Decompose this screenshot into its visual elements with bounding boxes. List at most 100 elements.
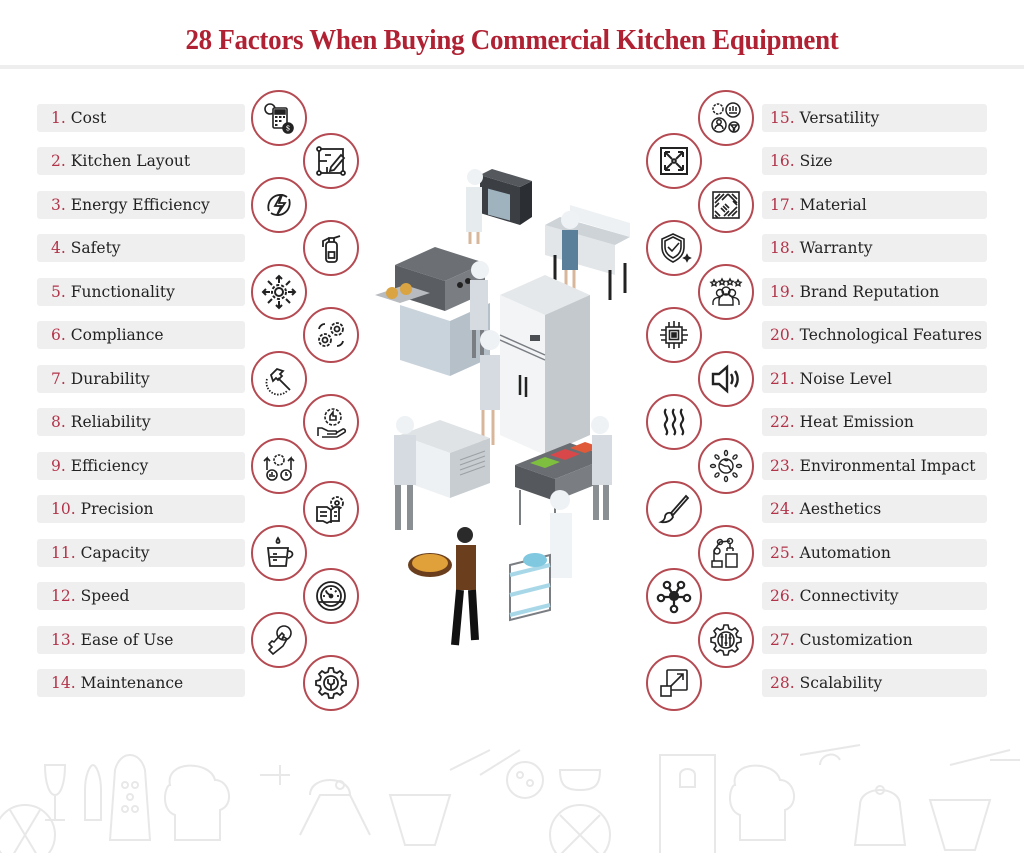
paintbrush-icon bbox=[646, 481, 702, 537]
factor-number: 8. bbox=[51, 413, 66, 431]
factor-label: Compliance bbox=[70, 326, 164, 344]
refrigerator bbox=[499, 275, 590, 455]
robot-arm-icon bbox=[698, 525, 754, 581]
factor-number: 5. bbox=[51, 283, 66, 301]
factor-number: 27. bbox=[770, 631, 795, 649]
factor-item-16: 16.Size bbox=[762, 147, 987, 175]
stars-group-icon bbox=[698, 264, 754, 320]
shield-check-icon bbox=[646, 220, 702, 276]
hammer-icon bbox=[251, 351, 307, 407]
scale-squares-icon bbox=[646, 655, 702, 711]
factor-label: Environmental Impact bbox=[799, 457, 976, 475]
factor-item-22: 22.Heat Emission bbox=[762, 408, 987, 436]
factor-label: Customization bbox=[799, 631, 913, 649]
factor-number: 11. bbox=[51, 544, 76, 562]
factor-label: Versatility bbox=[799, 109, 880, 127]
factor-label: Material bbox=[799, 196, 867, 214]
factor-label: Aesthetics bbox=[799, 500, 882, 518]
factor-item-23: 23.Environmental Impact bbox=[762, 452, 987, 480]
factor-item-20: 20.Technological Features bbox=[762, 321, 987, 349]
title-divider bbox=[0, 65, 1024, 69]
factor-label: Connectivity bbox=[799, 587, 899, 605]
factor-number: 9. bbox=[51, 457, 66, 475]
factor-number: 24. bbox=[770, 500, 795, 518]
gear-wrench-icon bbox=[303, 655, 359, 711]
factor-label: Efficiency bbox=[70, 457, 149, 475]
factor-number: 23. bbox=[770, 457, 795, 475]
chip-icon bbox=[646, 307, 702, 363]
factor-item-28: 28.Scalability bbox=[762, 669, 987, 697]
factor-label: Reliability bbox=[70, 413, 151, 431]
network-nodes-icon bbox=[646, 568, 702, 624]
factor-item-14: 14.Maintenance bbox=[37, 669, 245, 697]
calculator-gear-dollar-icon: $ bbox=[251, 90, 307, 146]
factor-label: Automation bbox=[799, 544, 891, 562]
grill-station-chef bbox=[515, 416, 612, 538]
factor-number: 18. bbox=[770, 239, 795, 257]
fire-extinguisher-icon bbox=[303, 220, 359, 276]
factor-number: 26. bbox=[770, 587, 795, 605]
factor-label: Technological Features bbox=[799, 326, 982, 344]
factor-item-15: 15.Versatility bbox=[762, 104, 987, 132]
factor-number: 10. bbox=[51, 500, 76, 518]
gear-chart-clock-icon bbox=[251, 438, 307, 494]
factor-number: 20. bbox=[770, 326, 795, 344]
factor-label: Kitchen Layout bbox=[70, 152, 191, 170]
factor-item-8: 8.Reliability bbox=[37, 408, 245, 436]
speaker-icon bbox=[698, 351, 754, 407]
undercounter-fridge-chef bbox=[394, 416, 490, 530]
factor-number: 16. bbox=[770, 152, 795, 170]
factor-number: 6. bbox=[51, 326, 66, 344]
kitchenware-pattern bbox=[0, 744, 1020, 853]
waiter-with-pizza bbox=[408, 527, 479, 646]
factor-item-24: 24.Aesthetics bbox=[762, 495, 987, 523]
factor-item-6: 6.Compliance bbox=[37, 321, 245, 349]
measuring-cup-icon bbox=[251, 525, 307, 581]
factor-item-12: 12.Speed bbox=[37, 582, 245, 610]
factor-item-19: 19.Brand Reputation bbox=[762, 278, 987, 306]
globe-leaves-icon bbox=[698, 438, 754, 494]
chef-at-fridge bbox=[480, 330, 500, 445]
factor-item-26: 26.Connectivity bbox=[762, 582, 987, 610]
factor-item-1: 1.Cost bbox=[37, 104, 245, 132]
chef-with-cart bbox=[509, 490, 572, 622]
factor-item-7: 7.Durability bbox=[37, 365, 245, 393]
factor-item-27: 27.Customization bbox=[762, 626, 987, 654]
speedometer-icon bbox=[303, 568, 359, 624]
factor-number: 4. bbox=[51, 239, 66, 257]
pizza-oven bbox=[375, 247, 490, 376]
kitchen-illustration bbox=[375, 169, 630, 646]
factor-label: Noise Level bbox=[799, 370, 892, 388]
factor-item-13: 13.Ease of Use bbox=[37, 626, 245, 654]
factor-item-9: 9.Efficiency bbox=[37, 452, 245, 480]
floorplan-pencil-icon bbox=[303, 133, 359, 189]
factor-label: Size bbox=[799, 152, 833, 170]
factor-item-11: 11.Capacity bbox=[37, 539, 245, 567]
factor-number: 17. bbox=[770, 196, 795, 214]
page-title: 28 Factors When Buying Commercial Kitche… bbox=[185, 24, 839, 56]
factor-item-17: 17.Material bbox=[762, 191, 987, 219]
factor-item-3: 3.Energy Efficiency bbox=[37, 191, 245, 219]
factor-item-21: 21.Noise Level bbox=[762, 365, 987, 393]
factor-number: 2. bbox=[51, 152, 66, 170]
factor-label: Safety bbox=[70, 239, 121, 257]
factor-number: 13. bbox=[51, 631, 76, 649]
factor-item-5: 5.Functionality bbox=[37, 278, 245, 306]
expand-arrows-icon bbox=[646, 133, 702, 189]
factor-number: 7. bbox=[51, 370, 66, 388]
combi-oven-chef bbox=[466, 169, 532, 244]
factor-item-25: 25.Automation bbox=[762, 539, 987, 567]
svg-text:$: $ bbox=[286, 125, 290, 133]
diamond-plate-icon bbox=[698, 177, 754, 233]
factor-number: 25. bbox=[770, 544, 795, 562]
factor-item-18: 18.Warranty bbox=[762, 234, 987, 262]
factor-label: Ease of Use bbox=[80, 631, 174, 649]
factor-number: 12. bbox=[51, 587, 76, 605]
factor-item-2: 2.Kitchen Layout bbox=[37, 147, 245, 175]
factor-number: 15. bbox=[770, 109, 795, 127]
factor-number: 28. bbox=[770, 674, 795, 692]
gear-sliders-icon bbox=[698, 612, 754, 668]
factor-label: Energy Efficiency bbox=[70, 196, 210, 214]
hand-badge-thumbs-up-icon bbox=[303, 394, 359, 450]
hand-pointer-icon bbox=[251, 612, 307, 668]
